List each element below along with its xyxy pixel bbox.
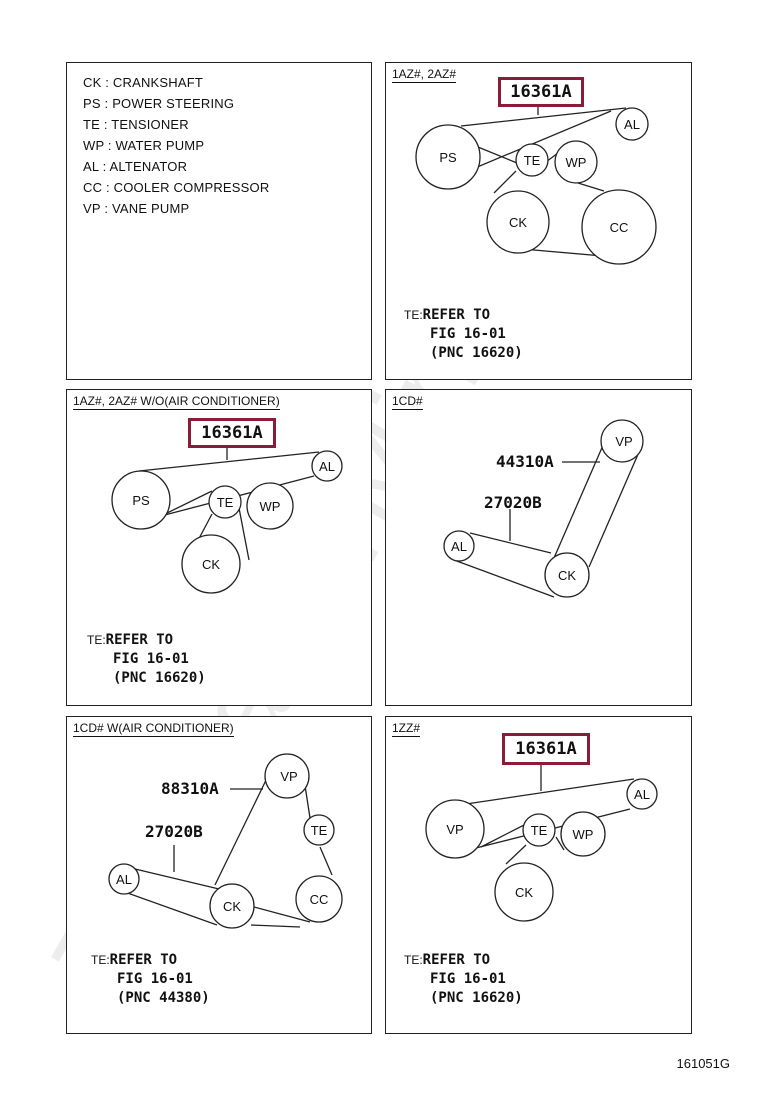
tensioner-note: TE:REFER TO FIG 16-01 (PNC 16620) bbox=[404, 952, 523, 1006]
pulley-label-ck: CK bbox=[202, 557, 220, 572]
tensioner-note: TE:REFER TO FIG 16-01 (PNC 16620) bbox=[87, 632, 206, 686]
part-number: 16361A bbox=[510, 82, 572, 102]
panel-title: 1ZZ# bbox=[392, 721, 421, 737]
pulley-label-al: AL bbox=[624, 117, 640, 132]
pulley-label-ck: CK bbox=[558, 568, 576, 583]
panel-title: 1CD# bbox=[392, 394, 423, 410]
pulley-label-cc: CC bbox=[610, 220, 629, 235]
panel-title: 1AZ#, 2AZ# bbox=[392, 67, 457, 83]
pulley-label-wp: WP bbox=[260, 499, 281, 514]
legend-abbr: AL bbox=[83, 159, 99, 174]
belt-diagram: PS TE WP AL CK CC bbox=[415, 101, 657, 265]
legend-abbr: PS bbox=[83, 96, 101, 111]
pulley-label-ps: PS bbox=[132, 493, 150, 508]
legend-item: VP : VANE PUMP bbox=[83, 201, 190, 216]
pulley-label-ps: PS bbox=[439, 150, 457, 165]
diagram-panel-1az-2az-wo-ac: 1AZ#, 2AZ# W/O(AIR CONDITIONER) PS TE WP… bbox=[66, 389, 372, 706]
legend-item: WP : WATER PUMP bbox=[83, 138, 205, 153]
belt-diagram: VP TE AL CK CC bbox=[108, 753, 343, 929]
legend-abbr: VP bbox=[83, 201, 101, 216]
legend-item: TE : TENSIONER bbox=[83, 117, 189, 132]
pulley-label-ck: CK bbox=[515, 885, 533, 900]
panel-title: 1CD# W(AIR CONDITIONER) bbox=[73, 721, 234, 737]
part-number-b[interactable]: 27020B bbox=[484, 493, 542, 512]
figure-code: 161051G bbox=[676, 1056, 731, 1071]
tensioner-note: TE:REFER TO FIG 16-01 (PNC 44380) bbox=[91, 952, 210, 1006]
belt-diagram: VP TE WP AL CK bbox=[425, 765, 658, 922]
legend-item: CK : CRANKSHAFT bbox=[83, 75, 204, 90]
legend-abbr: TE bbox=[83, 117, 101, 132]
diagram-panel-1az-2az: 1AZ#, 2AZ# PS TE WP AL CK CC 16361A TE:R… bbox=[385, 62, 692, 380]
legend-name: TENSIONER bbox=[111, 117, 189, 132]
legend-name: POWER STEERING bbox=[112, 96, 235, 111]
part-number: 16361A bbox=[201, 423, 263, 443]
pulley-label-wp: WP bbox=[566, 155, 587, 170]
pulley-label-al: AL bbox=[116, 872, 132, 887]
pulley-label-te: TE bbox=[311, 823, 328, 838]
legend-abbr: WP bbox=[83, 138, 105, 153]
diagram-panel-1cd-w-ac: 1CD# W(AIR CONDITIONER) VP TE AL CK CC 8… bbox=[66, 716, 372, 1034]
part-number-highlight[interactable]: 16361A bbox=[502, 733, 590, 765]
pulley-label-al: AL bbox=[634, 787, 650, 802]
pulley-label-ck: CK bbox=[509, 215, 527, 230]
legend-name: VANE PUMP bbox=[111, 201, 190, 216]
pulley-label-al: AL bbox=[319, 459, 335, 474]
diagram-panel-1cd: 1CD# VP AL CK 44310A 27020B bbox=[385, 389, 692, 706]
legend-abbr: CK bbox=[83, 75, 102, 90]
pulley-label-ck: CK bbox=[223, 899, 241, 914]
belt-diagram: PS TE WP AL CK bbox=[111, 442, 343, 594]
legend-name: CRANKSHAFT bbox=[112, 75, 204, 90]
pulley-label-vp: VP bbox=[446, 822, 463, 837]
belt-diagram: VP AL CK bbox=[443, 419, 644, 598]
part-number: 16361A bbox=[515, 739, 577, 759]
pulley-label-te: TE bbox=[524, 153, 541, 168]
pulley-label-vp: VP bbox=[280, 769, 297, 784]
legend-name: COOLER COMPRESSOR bbox=[113, 180, 270, 195]
pulley-label-vp: VP bbox=[615, 434, 632, 449]
pulley-label-te: TE bbox=[531, 823, 548, 838]
pulley-label-wp: WP bbox=[573, 827, 594, 842]
part-number-a[interactable]: 88310A bbox=[161, 779, 219, 798]
pulley-label-cc: CC bbox=[310, 892, 329, 907]
legend-abbr: CC bbox=[83, 180, 103, 195]
part-number-highlight[interactable]: 16361A bbox=[188, 418, 276, 448]
legend-name: ALTENATOR bbox=[109, 159, 188, 174]
panel-title: 1AZ#, 2AZ# W/O(AIR CONDITIONER) bbox=[73, 394, 280, 410]
part-number-a[interactable]: 44310A bbox=[496, 452, 554, 471]
legend-name: WATER PUMP bbox=[115, 138, 205, 153]
part-number-b[interactable]: 27020B bbox=[145, 822, 203, 841]
pulley-label-al: AL bbox=[451, 539, 467, 554]
legend-item: PS : POWER STEERING bbox=[83, 96, 235, 111]
legend-item: AL : ALTENATOR bbox=[83, 159, 188, 174]
legend-panel: CK : CRANKSHAFT PS : POWER STEERING TE :… bbox=[66, 62, 372, 380]
pulley-label-te: TE bbox=[217, 495, 234, 510]
part-number-highlight[interactable]: 16361A bbox=[498, 77, 584, 107]
legend-item: CC : COOLER COMPRESSOR bbox=[83, 180, 270, 195]
diagram-panel-1zz: 1ZZ# VP TE WP AL CK 16361A TE:REFER TO F… bbox=[385, 716, 692, 1034]
tensioner-note: TE:REFER TO FIG 16-01 (PNC 16620) bbox=[404, 307, 523, 361]
